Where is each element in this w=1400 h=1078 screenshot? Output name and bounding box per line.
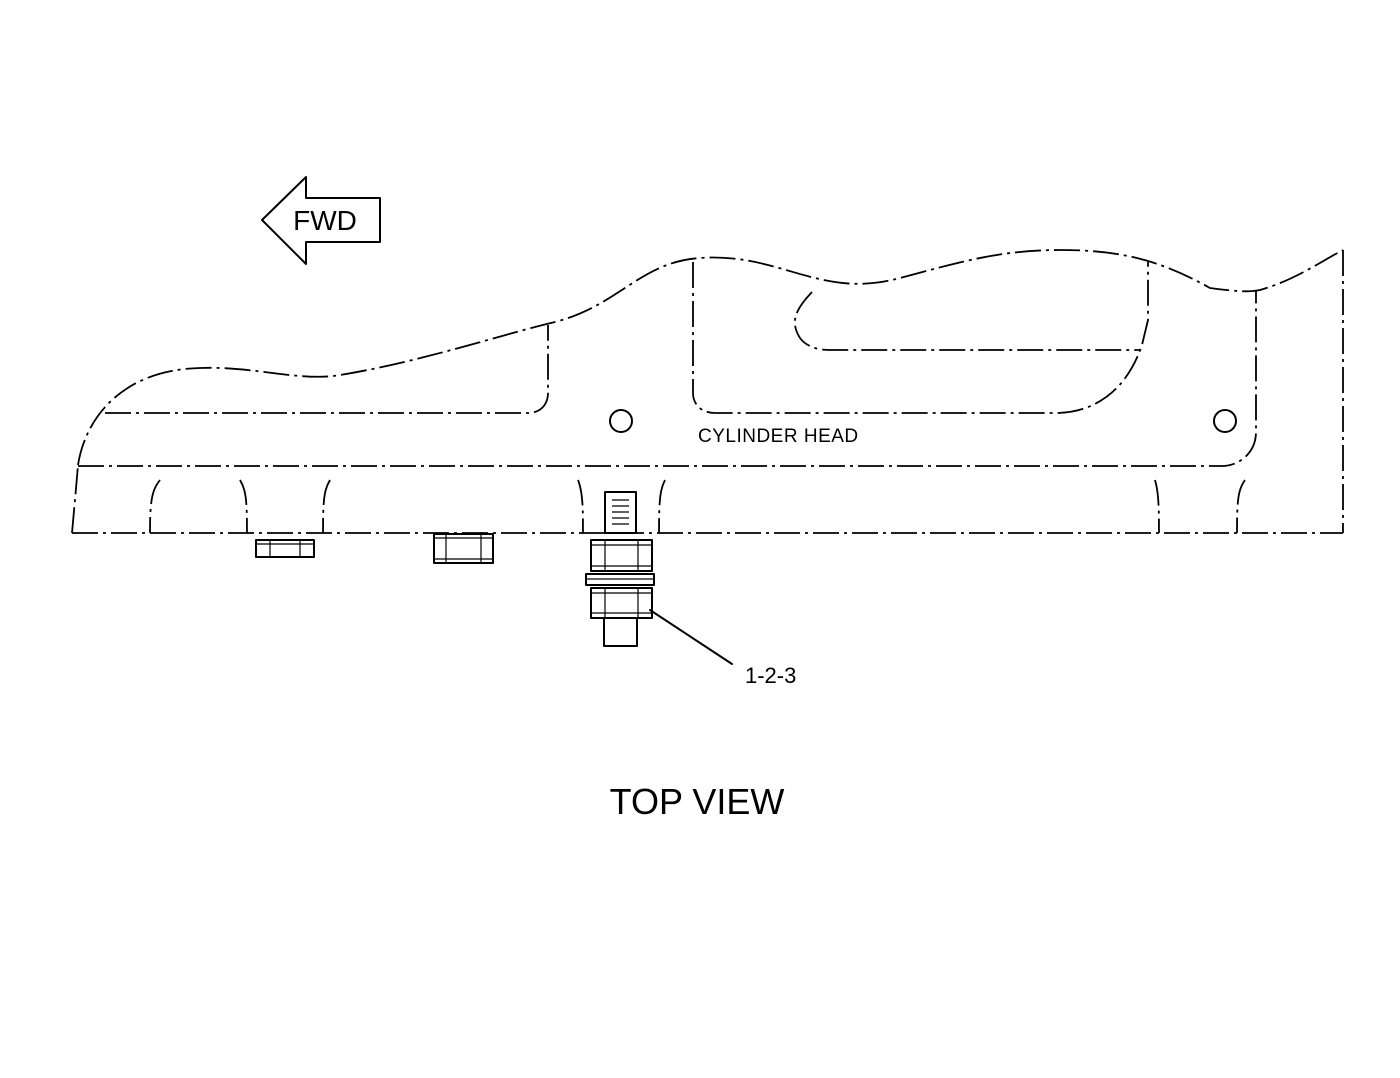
nut-left: [255, 539, 315, 558]
stud-shank: [603, 617, 638, 647]
boss-4: [577, 479, 584, 534]
boss-2: [239, 479, 248, 534]
cylinder-head-outline: [71, 249, 1344, 534]
locating-hole-right: [1213, 409, 1237, 433]
forward-arrow: FWD: [261, 176, 381, 265]
left-pocket: [105, 325, 549, 414]
inner-slot: [794, 291, 1140, 351]
callout-leader-line: [649, 609, 733, 665]
cylinder-head-top-contour: [77, 249, 1344, 466]
boss-6: [1154, 479, 1160, 534]
cylinder-head-left-edge: [71, 464, 79, 534]
stud-thread: [604, 491, 637, 534]
forward-arrow-icon: [261, 176, 381, 265]
locating-hole-left: [609, 409, 633, 433]
view-title: TOP VIEW: [610, 781, 785, 822]
callout-label: 1-2-3: [745, 663, 796, 688]
nut-center: [433, 533, 494, 564]
boss-5: [658, 479, 666, 534]
center-pocket: [692, 262, 1149, 414]
cylinder-head-deck-line: [78, 290, 1257, 467]
upper-nut: [590, 539, 653, 572]
cylinder-head-label: CYLINDER HEAD: [698, 426, 859, 447]
forward-arrow-label: FWD: [293, 205, 357, 236]
stud-assembly: [585, 491, 655, 647]
boss-7: [1236, 479, 1246, 534]
boss-3: [322, 479, 331, 534]
boss-1: [149, 479, 161, 534]
